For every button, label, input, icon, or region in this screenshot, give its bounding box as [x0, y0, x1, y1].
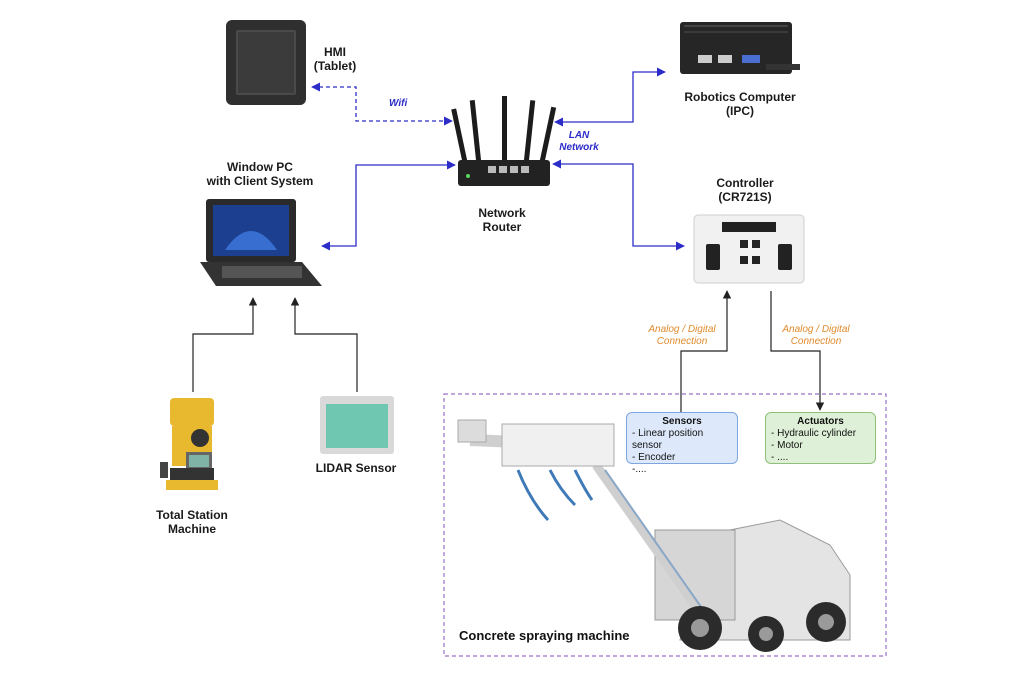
wifi-label: Wifi [389, 98, 408, 109]
sensor-item: -.... [632, 464, 647, 475]
wifi-link [311, 82, 453, 126]
lan-link-ipc [554, 67, 666, 127]
tablet-icon [226, 20, 306, 105]
total-station-icon [160, 398, 218, 490]
concrete-spraying-machine-image [457, 419, 851, 652]
laptop-icon [200, 199, 322, 286]
actuator-item: - Hydraulic cylinder [771, 428, 857, 439]
actuators-link [770, 291, 825, 411]
actuator-item: - .... [771, 452, 789, 463]
actuators-title: Actuators [797, 416, 844, 427]
sensors-link [680, 290, 732, 412]
lidar-label: LIDAR Sensor [315, 461, 397, 475]
router-icon [451, 96, 557, 186]
sensor-item: - Linear position sensor [632, 428, 704, 451]
actuators-box: Actuators - Hydraulic cylinder - Motor -… [765, 412, 876, 464]
lidar-link [290, 297, 358, 392]
robotics-computer-label: Robotics Computer(IPC) [684, 90, 796, 118]
hmi-label: HMI(Tablet) [313, 45, 357, 73]
sensors-title: Sensors [662, 416, 702, 427]
machine-title: Concrete spraying machine [459, 628, 630, 643]
lan-link-controller [552, 159, 685, 251]
ipc-icon [680, 22, 800, 74]
controller-label: Controller(CR721S) [716, 176, 774, 204]
total-station-link [192, 297, 258, 392]
controller-icon [693, 214, 805, 284]
sensor-item: - Encoder [632, 452, 676, 463]
lan-link-pc [321, 160, 456, 251]
lidar-icon [320, 396, 394, 454]
machine-boundary [443, 393, 887, 657]
actuator-item: - Motor [771, 440, 803, 451]
sensors-box: Sensors - Linear position sensor - Encod… [626, 412, 738, 475]
